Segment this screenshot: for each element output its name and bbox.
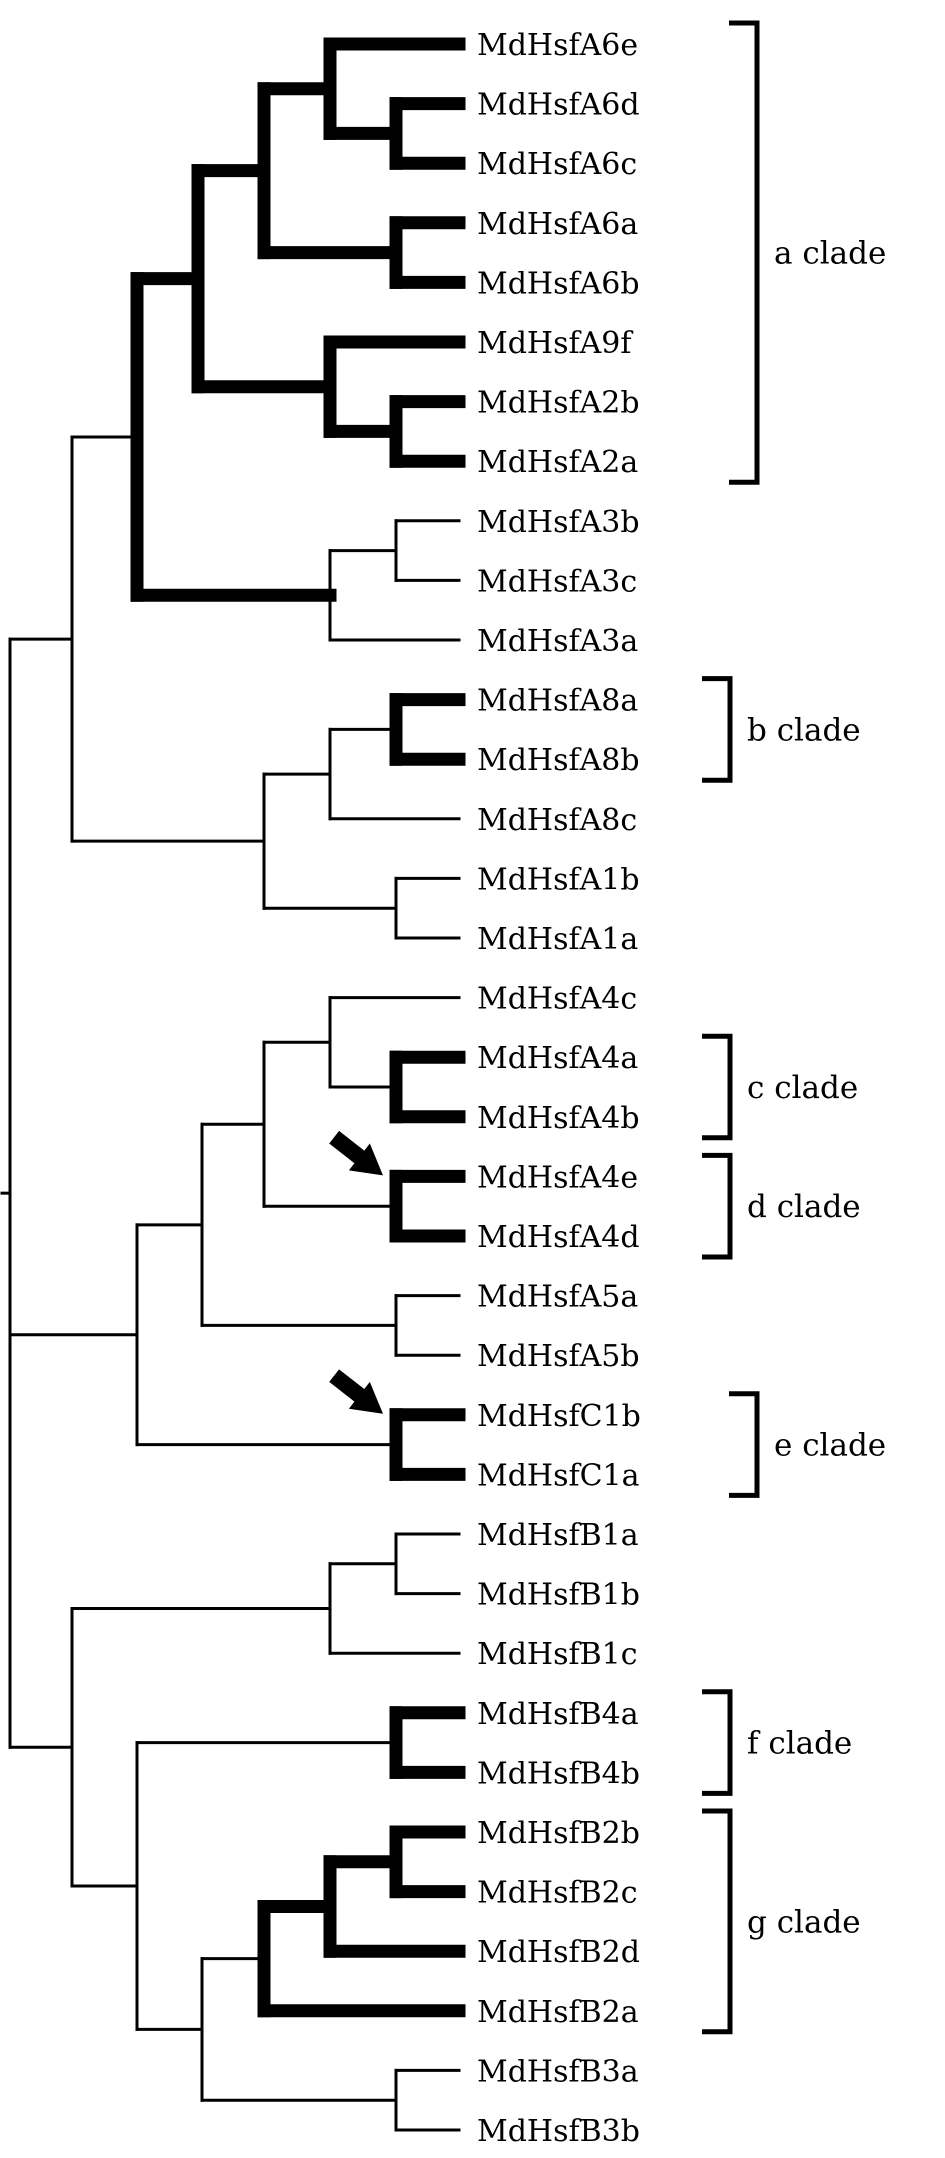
- leaf-label: MdHsfA9f: [477, 326, 633, 361]
- clade-label: b clade: [747, 712, 861, 748]
- leaf-label: MdHsfA5b: [477, 1339, 640, 1374]
- clade-bracket: [702, 676, 733, 783]
- leaf-label: MdHsfC1a: [477, 1458, 640, 1493]
- leaf-label: MdHsfA1a: [477, 922, 638, 957]
- arrow-icon: [329, 1369, 383, 1414]
- leaf-label: MdHsfB2c: [477, 1876, 638, 1911]
- leaf-label: MdHsfB4b: [477, 1756, 640, 1791]
- leaf-label: MdHsfA5a: [477, 1280, 638, 1315]
- clade-bracket: [729, 1391, 760, 1498]
- leaf-label: MdHsfA6b: [477, 266, 640, 301]
- arrow-icon: [329, 1130, 383, 1176]
- leaf-label: MdHsfA8a: [477, 684, 638, 719]
- leaf-label: MdHsfA4d: [477, 1220, 640, 1255]
- leaf-label: MdHsfB4a: [477, 1697, 639, 1732]
- leaf-label: MdHsfA4e: [477, 1160, 638, 1195]
- leaf-label: MdHsfA1b: [477, 862, 640, 897]
- clade-brackets: a clade b clade c clade d clade e clade f cla…: [702, 20, 886, 2035]
- clade-label: c clade: [747, 1070, 858, 1106]
- clade-label: d clade: [747, 1189, 861, 1225]
- leaf-label: MdHsfB3b: [477, 2114, 640, 2149]
- clade-label: a clade: [774, 236, 886, 272]
- leaf-label: MdHsfA6e: [477, 28, 638, 63]
- leaf-label: MdHsfB1c: [477, 1637, 638, 1672]
- highlight-arrows: [329, 1130, 383, 1414]
- leaf-label: MdHsfA4c: [477, 982, 637, 1017]
- leaf-label: MdHsfA3b: [477, 505, 640, 540]
- clade-label: f clade: [747, 1726, 852, 1762]
- clade-bracket: [702, 1808, 733, 2035]
- leaf-label: MdHsfA3a: [477, 624, 638, 659]
- leaf-label: MdHsfA2a: [477, 445, 638, 480]
- leaf-label: MdHsfB2b: [477, 1816, 640, 1851]
- clade-bracket: [702, 1033, 733, 1141]
- leaf-labels: MdHsfA6eMdHsfA6dMdHsfA6cMdHsfA6aMdHsfA6b…: [477, 28, 641, 2149]
- leaf-label: MdHsfA6a: [477, 207, 638, 242]
- clade-label: e clade: [774, 1428, 886, 1464]
- clade-bracket: [702, 1152, 733, 1260]
- leaf-label: MdHsfA8c: [477, 803, 637, 838]
- tree-branches: [0, 37, 466, 2132]
- leaf-label: MdHsfB2d: [477, 1935, 640, 1970]
- leaf-label: MdHsfB1b: [477, 1578, 640, 1613]
- clade-label: g clade: [747, 1904, 861, 1940]
- clade-bracket: [729, 20, 760, 485]
- leaf-label: MdHsfA3c: [477, 564, 637, 599]
- leaf-label: MdHsfA8b: [477, 743, 640, 778]
- leaf-label: MdHsfA4a: [477, 1041, 638, 1076]
- leaf-label: MdHsfB3a: [477, 2054, 639, 2089]
- leaf-label: MdHsfB1a: [477, 1518, 639, 1553]
- leaf-label: MdHsfC1b: [477, 1399, 641, 1434]
- leaf-label: MdHsfA4b: [477, 1101, 640, 1136]
- clade-bracket: [702, 1689, 733, 1796]
- leaf-label: MdHsfB2a: [477, 1995, 639, 2030]
- leaf-label: MdHsfA6c: [477, 147, 637, 182]
- leaf-label: MdHsfA6d: [477, 88, 640, 123]
- leaf-label: MdHsfA2b: [477, 386, 640, 421]
